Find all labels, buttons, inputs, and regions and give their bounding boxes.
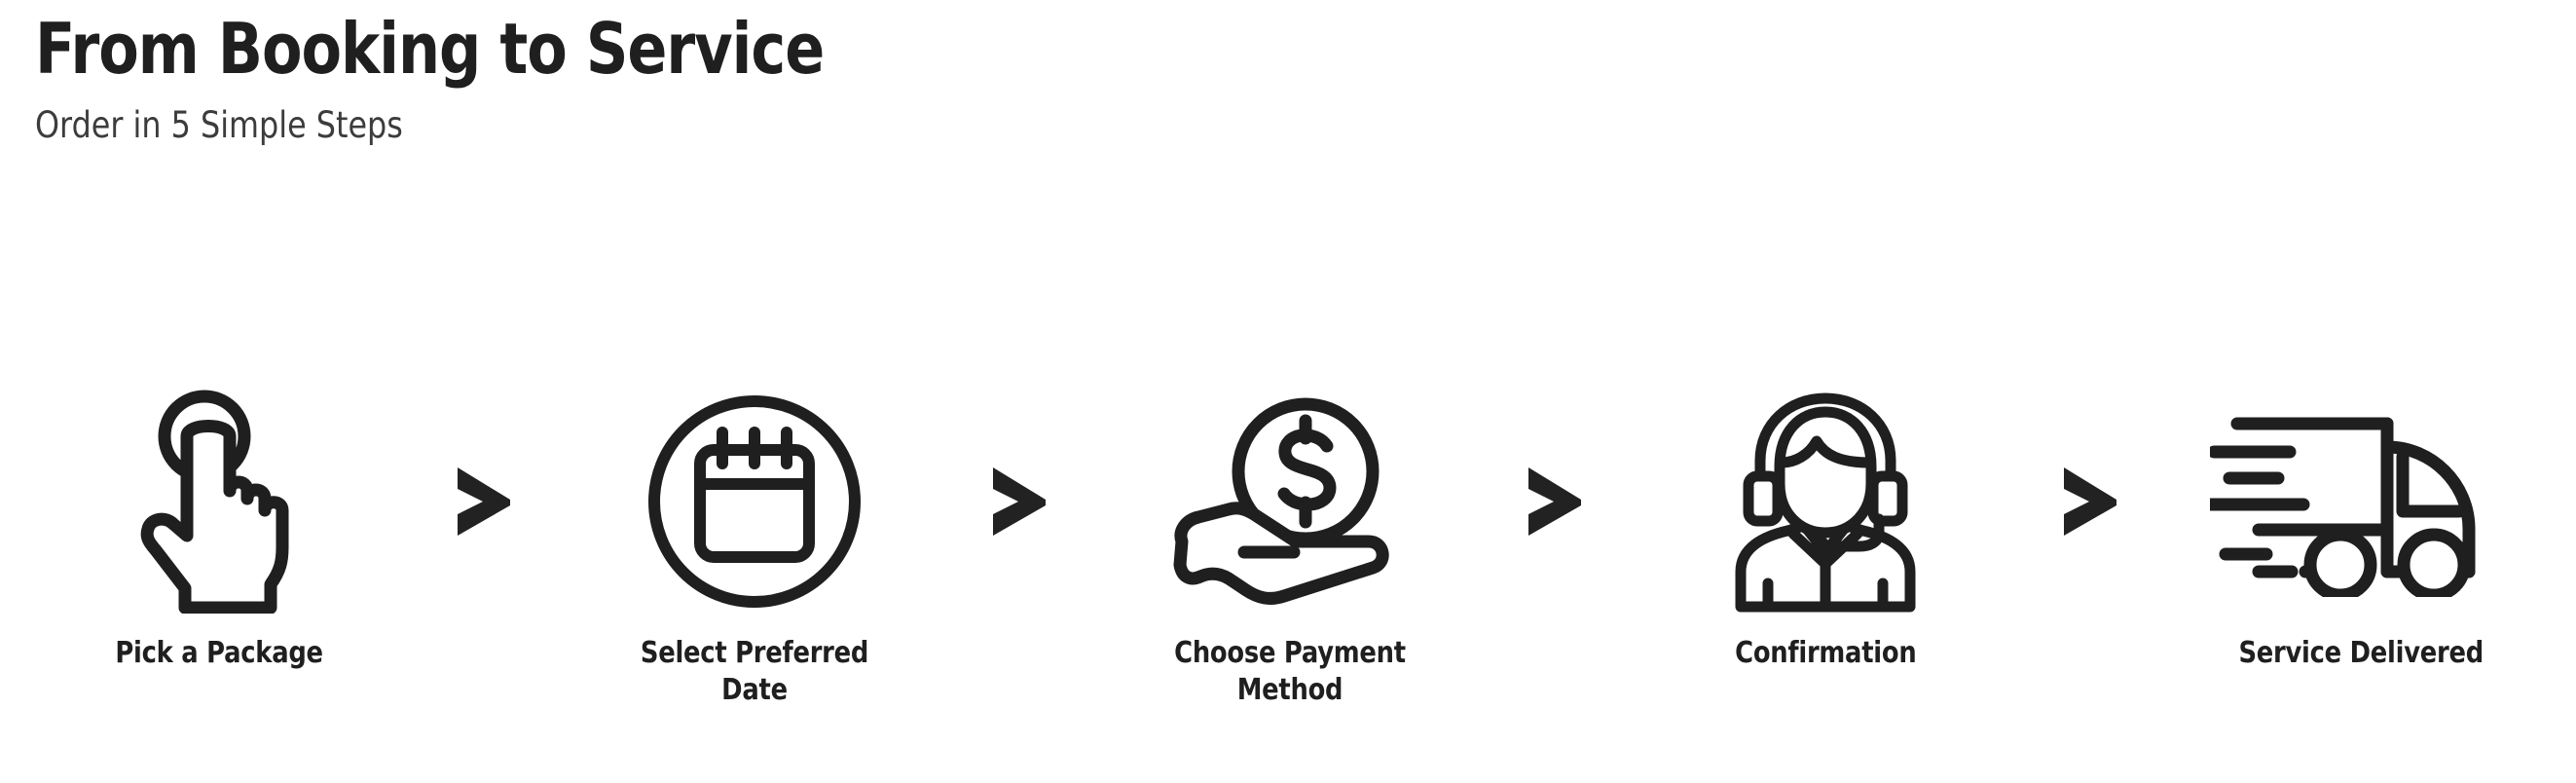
header-block: From Booking to Service Order in 5 Simpl… <box>35 14 975 143</box>
step-arrow-1 <box>443 390 531 614</box>
step-1-label: Pick a Package <box>115 636 323 670</box>
step-2-label: Select Preferred Date <box>640 636 869 708</box>
hand-tap-icon <box>127 390 312 614</box>
step-arrow-4 <box>2049 390 2137 614</box>
process-flow: Pick a Package Select Preferred Date <box>58 390 2521 740</box>
calendar-circle-icon <box>646 390 863 614</box>
step-1-pick-a-package[interactable]: Pick a Package <box>58 390 380 672</box>
step-3-label: Choose Payment Method <box>1174 636 1406 708</box>
step-arrow-3 <box>1514 390 1601 614</box>
delivery-truck-icon <box>2210 390 2512 614</box>
step-5-service-delivered[interactable]: Service Delivered <box>2200 390 2521 672</box>
page-subtitle: Order in 5 Simple Steps <box>35 104 403 146</box>
headset-agent-icon <box>1723 390 1928 614</box>
step-4-confirmation[interactable]: Confirmation <box>1665 390 1986 672</box>
step-arrow-2 <box>978 390 1066 614</box>
step-5-label: Service Delivered <box>2238 636 2484 670</box>
step-2-select-preferred-date[interactable]: Select Preferred Date <box>594 390 915 710</box>
page-title: From Booking to Service <box>35 8 825 90</box>
hand-holding-coin-icon <box>1168 390 1412 614</box>
step-4-label: Confirmation <box>1734 636 1917 670</box>
step-3-choose-payment-method[interactable]: Choose Payment Method <box>1129 390 1451 710</box>
